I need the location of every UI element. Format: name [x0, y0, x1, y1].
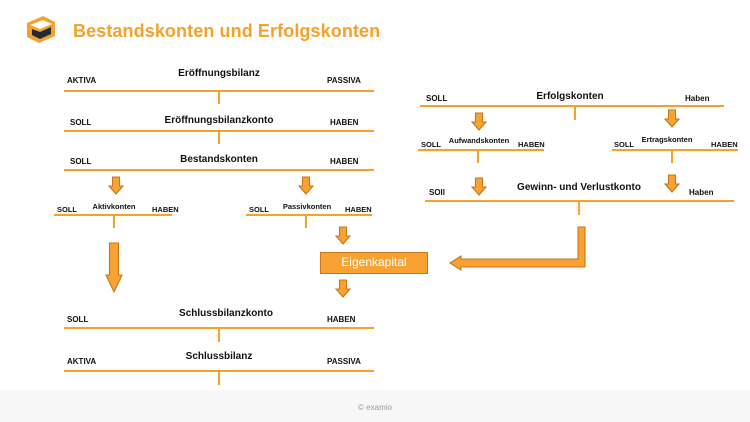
aufwandskonten-right-label: HABEN	[518, 140, 545, 149]
arrow-to-aufwandskonten	[471, 112, 487, 131]
erfolgskonten-right-label: Haben	[685, 94, 710, 103]
guv-title: Gewinn- und Verlustkonto	[517, 182, 641, 193]
eigenkapital-label: Eigenkapital	[341, 255, 407, 269]
arrow-eigenkapital-to-schlussbilanzkonto	[335, 279, 351, 298]
graduation-cap-icon	[27, 16, 55, 43]
eroeffnungsbilanz-left-label: AKTIVA	[67, 76, 97, 85]
guv-right-label: Haben	[689, 188, 714, 197]
ertragskonten-right-label: HABEN	[711, 140, 738, 149]
footer: © examio	[0, 390, 750, 422]
schlussbilanzkonto-title: Schlussbilanzkonto	[179, 308, 273, 319]
passivkonten-right-label: HABEN	[345, 205, 372, 214]
schlussbilanz-title: Schlussbilanz	[185, 351, 253, 362]
schlussbilanzkonto-left-label: SOLL	[67, 315, 89, 324]
arrow-to-passivkonten	[298, 176, 314, 195]
bestandskonten-right-label: HABEN	[330, 157, 359, 166]
guv-left-label: SOll	[429, 188, 446, 197]
erfolgskonten-title: Erfolgskonten	[536, 91, 604, 102]
arrow-aufwand-to-guv	[471, 177, 487, 196]
schlussbilanz-right-label: PASSIVA	[327, 357, 361, 366]
header: Bestandskonten und Erfolgskonten	[0, 0, 750, 57]
arrow-to-aktivkonten	[108, 176, 124, 195]
ertragskonten-title: Ertragskonten	[641, 135, 693, 144]
eroeffnungsbilanz-right-label: PASSIVA	[327, 76, 361, 85]
aufwandskonten-title: Aufwandskonten	[448, 136, 510, 145]
eroeffnungsbilanzkonto-left-label: SOLL	[70, 118, 92, 127]
eroeffnungsbilanzkonto-title: Eröffnungsbilanzkonto	[164, 115, 274, 126]
aktivkonten-left-label: SOLL	[57, 205, 77, 214]
schlussbilanzkonto-right-label: HABEN	[327, 315, 356, 324]
aktivkonten-right-label: HABEN	[152, 205, 179, 214]
erfolgskonten-left-label: SOLL	[426, 94, 448, 103]
passivkonten-left-label: SOLL	[249, 205, 269, 214]
arrow-ertrag-to-guv	[664, 174, 680, 193]
arrow-aktiv-to-schlussbilanzkonto	[105, 242, 123, 294]
schlussbilanz-left-label: AKTIVA	[67, 357, 97, 366]
aufwandskonten-left-label: SOLL	[421, 140, 441, 149]
copyright-text: © examio	[358, 403, 392, 412]
arrow-passiv-to-eigenkapital	[335, 226, 351, 245]
eigenkapital-box: Eigenkapital	[320, 252, 428, 274]
page-title: Bestandskonten und Erfolgskonten	[73, 21, 381, 41]
bestandskonten-title: Bestandskonten	[180, 154, 258, 165]
eroeffnungsbilanzkonto-right-label: HABEN	[330, 118, 359, 127]
aktivkonten-title: Aktivkonten	[92, 202, 136, 211]
passivkonten-title: Passivkonten	[282, 202, 332, 211]
eroeffnungsbilanz-title: Eröffnungsbilanz	[178, 68, 260, 79]
diagram-area	[0, 56, 750, 390]
ertragskonten-left-label: SOLL	[614, 140, 634, 149]
arrow-to-ertragskonten	[664, 109, 680, 128]
arrow-guv-to-eigenkapital	[448, 226, 586, 272]
bestandskonten-left-label: SOLL	[70, 157, 92, 166]
